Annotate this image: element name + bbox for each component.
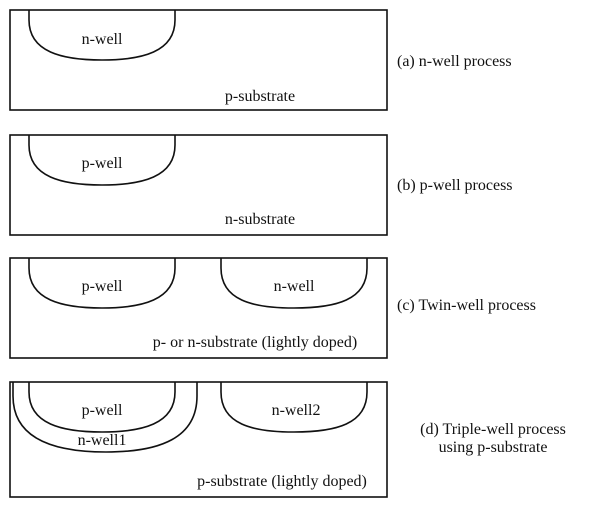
p-well-region [28, 382, 176, 433]
p-well-label: p-well [82, 278, 123, 295]
substrate-box [9, 134, 388, 236]
panel-caption-line-2: using p-substrate [439, 439, 548, 456]
panel-p-well-process: p-well n-substrate (b) p-well process [9, 134, 513, 236]
n-well-region [28, 10, 176, 61]
panel-twin-well-process: p-well n-well p- or n-substrate (lightly… [9, 257, 536, 359]
substrate-label: n-substrate [225, 211, 295, 228]
panel-triple-well-process: p-well n-well1 n-well2 p-substrate (ligh… [9, 381, 566, 498]
n-well1-label: n-well1 [78, 432, 127, 449]
substrate-box [9, 257, 388, 359]
p-well-label: p-well [82, 402, 123, 419]
substrate-label: p- or n-substrate (lightly doped) [153, 334, 357, 351]
substrate-box [9, 381, 388, 498]
p-well-region [28, 135, 176, 186]
panel-n-well-process: n-well p-substrate (a) n-well process [9, 9, 512, 111]
n-well2-region [220, 382, 368, 433]
n-well-region [220, 258, 368, 309]
panel-caption: (a) n-well process [397, 53, 512, 70]
panel-caption: (b) p-well process [397, 177, 513, 194]
panel-caption: (c) Twin-well process [397, 297, 536, 314]
n-well-label: n-well [82, 31, 123, 48]
substrate-label: p-substrate (lightly doped) [197, 473, 367, 490]
n-well2-label: n-well2 [272, 402, 321, 419]
n-well-label: n-well [274, 278, 315, 295]
p-well-region [28, 258, 176, 309]
p-well-label: p-well [82, 155, 123, 172]
substrate-box [9, 9, 388, 111]
substrate-label: p-substrate [225, 88, 295, 105]
panel-caption-line-1: (d) Triple-well process [420, 421, 566, 438]
n-well1-region [12, 382, 198, 453]
